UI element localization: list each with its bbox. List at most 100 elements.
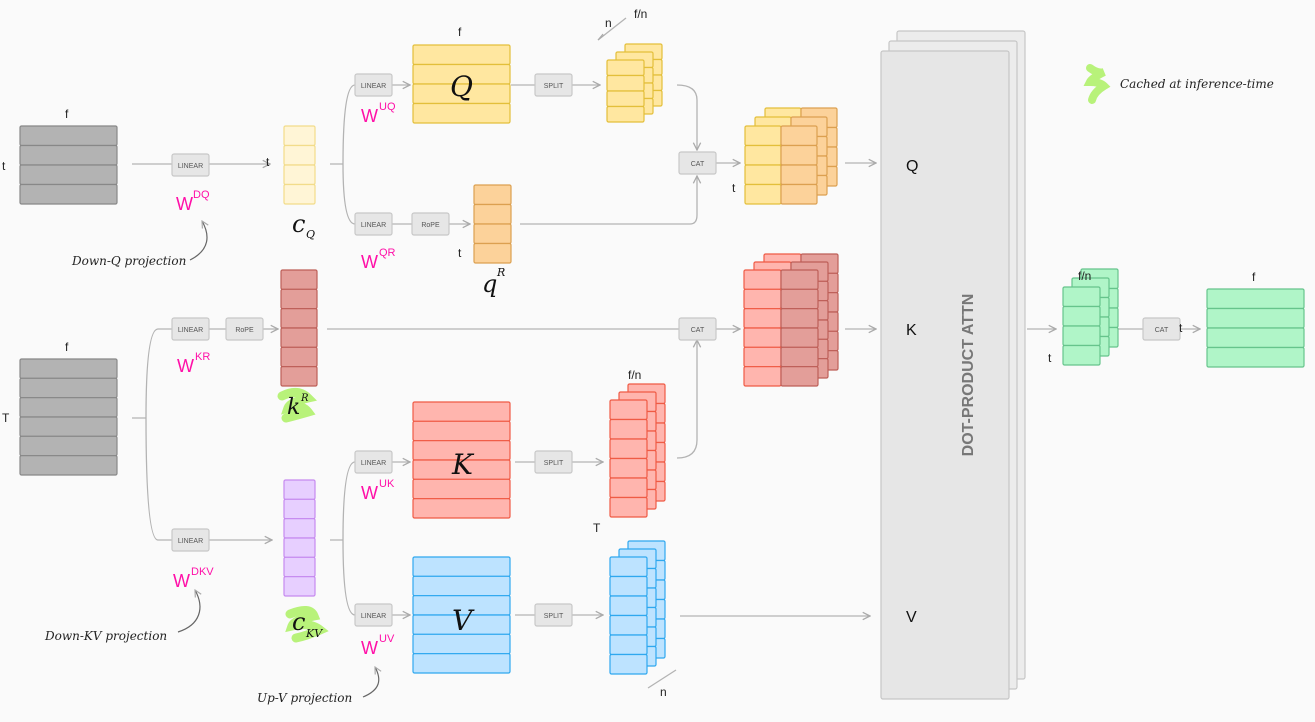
latent-c-kv-row [283, 576, 316, 597]
svg-text:W: W [361, 638, 378, 658]
up-v-annotation: Up-V projection [257, 691, 352, 705]
op-label: LINEAR [361, 460, 386, 467]
input-hidden-kv [19, 358, 118, 476]
latent-c-q-row [283, 125, 316, 147]
rope-q-op: RoPE [411, 212, 450, 236]
output-heads [1062, 268, 1119, 366]
connector-line [132, 328, 172, 541]
dim-n: n [605, 16, 612, 30]
key-matrix-row [412, 401, 511, 422]
split-q-op: SPLIT [534, 73, 573, 97]
input-hidden-kv-row [19, 455, 118, 476]
query-matrix [412, 44, 511, 124]
connector-line [647, 669, 677, 689]
key-heads-head-row [609, 438, 648, 460]
key-rope-row [280, 308, 318, 329]
key-matrix-row [412, 498, 511, 519]
svg-text:c: c [292, 210, 305, 238]
svg-text:DQ: DQ [193, 189, 210, 201]
cache-legend-swatch [1083, 64, 1111, 104]
cat-output-op: CAT [1142, 317, 1181, 341]
dim-f: f [1252, 270, 1256, 284]
arrow-head [597, 33, 605, 41]
query-heads-head-row [606, 90, 645, 108]
cat-q-op: CAT [678, 151, 717, 175]
key-rope-row [280, 288, 318, 310]
key-concat-heads-head-row [743, 269, 782, 290]
op-label: RoPE [235, 327, 254, 334]
latent-c-kv-row [283, 537, 316, 558]
input-hidden-q-row [19, 164, 118, 186]
cache-highlight-kr [277, 388, 317, 423]
value-matrix-row [412, 556, 511, 577]
split-v-op: SPLIT [534, 603, 573, 627]
key-rope-row [280, 327, 318, 348]
attn-input-k: K [906, 322, 917, 339]
output-heads-head [1062, 286, 1101, 366]
value-heads-head-row [609, 556, 648, 578]
query-heads-head-row [606, 74, 645, 92]
key-rope [280, 269, 318, 387]
key-concat-heads-head-row [743, 308, 782, 329]
query-concat-heads-head-row [744, 125, 782, 147]
cache-legend-text: Cached at inference-time [1120, 77, 1274, 91]
value-heads [609, 540, 666, 675]
svg-text:k: k [287, 395, 300, 420]
key-concat-heads-head-row [743, 327, 782, 348]
query-heads [606, 43, 663, 123]
latent-c-kv-row [283, 498, 316, 520]
key-concat-heads-head-row [780, 308, 819, 329]
svg-text:R: R [300, 393, 309, 404]
value-matrix [412, 556, 511, 674]
key-heads-head-row [609, 496, 648, 518]
dim-T: T [593, 521, 601, 535]
value-heads-head-row [609, 614, 648, 636]
attn-input-q: Q [906, 158, 918, 175]
op-label: RoPE [421, 222, 440, 229]
value-heads-head-row [609, 595, 648, 617]
connector-line [520, 176, 697, 225]
value-heads-head-row [609, 634, 648, 656]
dim-t: t [1048, 351, 1052, 365]
key-concat-heads-head-row [743, 346, 782, 368]
op-label: LINEAR [178, 327, 203, 334]
op-label: CAT [691, 161, 705, 168]
value-matrix-row [412, 575, 511, 597]
v-matrix-label: V [452, 604, 475, 637]
connector-line [330, 461, 356, 616]
query-concat-heads-head-row [780, 144, 818, 166]
connector-line [330, 84, 356, 225]
key-heads-head-row [609, 477, 648, 499]
attn-input-v: V [906, 609, 917, 626]
output-matrix-row [1206, 327, 1305, 349]
svg-text:KV: KV [305, 627, 323, 640]
svg-text:DKV: DKV [191, 566, 214, 578]
key-concat-heads-head-row [780, 327, 819, 348]
latent-c-q-row [283, 183, 316, 205]
key-concat-heads-head-row [780, 269, 819, 290]
input-hidden-q [19, 125, 118, 205]
q-matrix-label: Q [450, 70, 473, 103]
k-matrix-label: K [451, 448, 475, 481]
query-concat-heads-head [744, 125, 782, 205]
svg-text:W: W [361, 106, 378, 126]
svg-text:KR: KR [195, 351, 210, 363]
query-rope-row [473, 203, 512, 225]
output-heads-head-row [1062, 286, 1101, 308]
query-heads-head-row [606, 59, 645, 77]
dim-t: t [2, 159, 6, 173]
query-heads-head-row [606, 105, 645, 123]
key-heads-head-row [609, 418, 648, 440]
query-concat-heads-head-row [744, 183, 782, 205]
output-matrix-row [1206, 288, 1305, 310]
input-hidden-kv-row [19, 435, 118, 457]
linear-uv-op: LINEAR [354, 603, 393, 627]
